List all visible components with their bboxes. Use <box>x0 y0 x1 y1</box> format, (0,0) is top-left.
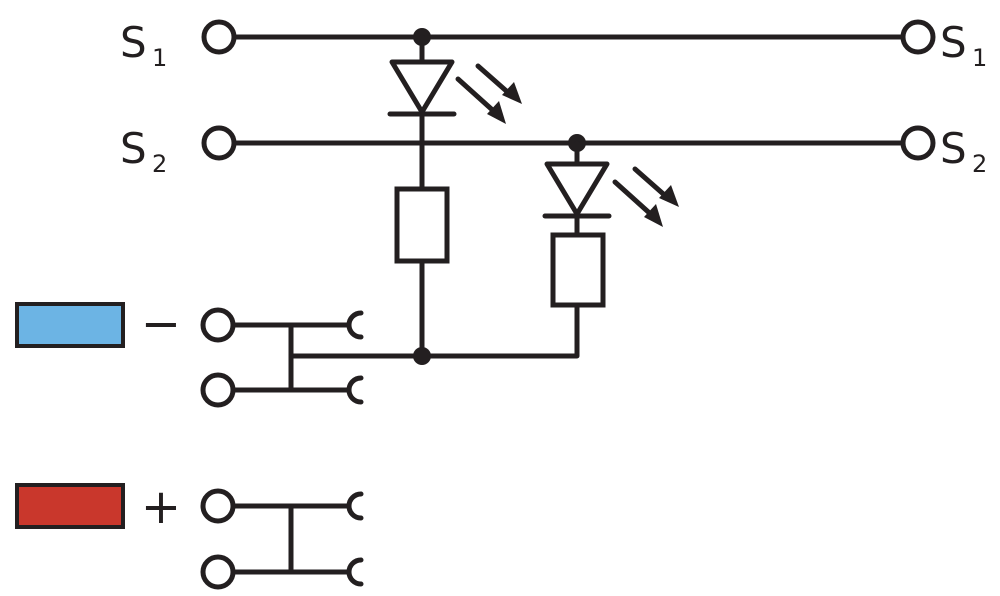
label-s2-right: S 2 <box>940 124 987 178</box>
terminal-positive-1 <box>200 488 236 524</box>
junction-node-negative <box>413 347 431 365</box>
led-1 <box>387 59 522 124</box>
resistor-1 <box>394 186 450 264</box>
positive-color-marker <box>15 483 125 529</box>
led-2-light-arrows <box>612 166 679 227</box>
led-1-arrow-lower <box>455 76 501 118</box>
led-1-arrow-lower-head <box>487 101 506 124</box>
negative-sign: − <box>141 296 181 352</box>
label-s2-right-index: 2 <box>972 150 987 178</box>
terminal-s1-right <box>900 19 936 55</box>
led-2-triangle <box>544 161 610 217</box>
negative-color-marker <box>15 302 125 348</box>
plug-contact-positive-2 <box>346 557 364 587</box>
terminal-s2-left <box>201 125 237 161</box>
led-2-arrow-lower-head <box>644 204 663 227</box>
label-s1-right-index: 1 <box>972 44 987 72</box>
label-s2-right-letter: S <box>940 124 967 173</box>
led-1-light-arrows <box>455 63 522 124</box>
plug-contact-negative-2 <box>346 375 364 405</box>
terminal-s1-left <box>201 19 237 55</box>
led-2-arrow-upper-head <box>659 185 679 207</box>
resistor-2 <box>550 232 606 308</box>
plug-contact-positive-1 <box>346 491 364 521</box>
label-s2-left-letter: S <box>120 124 147 173</box>
label-s1-left: S 1 <box>120 18 167 72</box>
label-s1-left-letter: S <box>120 18 147 67</box>
terminal-s2-right <box>900 125 936 161</box>
led-1-arrow-upper-head <box>502 82 522 104</box>
positive-sign: + <box>141 479 181 535</box>
label-s2-left-index: 2 <box>152 150 167 178</box>
label-s1-right: S 1 <box>940 18 987 72</box>
terminal-negative-2 <box>200 372 236 408</box>
led-2-arrow-lower <box>612 179 658 221</box>
plug-contact-negative-1 <box>346 310 364 340</box>
wire-resistor2-junction <box>419 302 580 359</box>
led-1-triangle <box>389 59 455 115</box>
led-2 <box>542 161 679 227</box>
terminal-positive-2 <box>200 554 236 590</box>
label-s1-left-index: 1 <box>152 44 167 72</box>
label-s2-left: S 2 <box>120 124 167 178</box>
terminal-negative-1 <box>200 307 236 343</box>
label-s1-right-letter: S <box>940 18 967 67</box>
